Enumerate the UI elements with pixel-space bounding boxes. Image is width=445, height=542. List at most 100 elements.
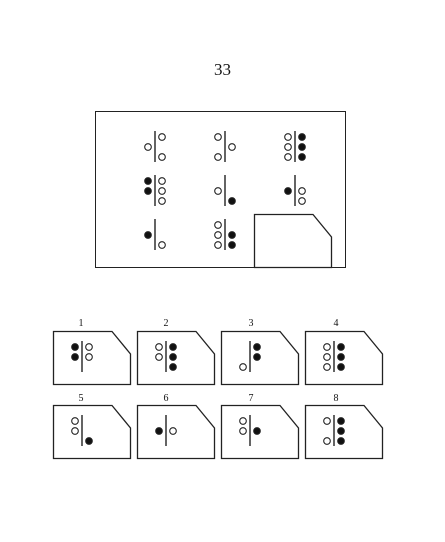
- hollow-dot: [323, 363, 331, 371]
- filled-dot: [253, 427, 261, 435]
- matrix-cell: [135, 170, 175, 210]
- hollow-dot: [214, 187, 222, 195]
- filled-dot: [253, 343, 261, 351]
- cell-figure: [284, 175, 306, 206]
- filled-dot: [169, 363, 177, 371]
- answer-option-7[interactable]: [220, 404, 300, 460]
- filled-dot: [337, 363, 345, 371]
- tile-outline: [220, 330, 300, 386]
- cell-figure: [144, 131, 166, 162]
- hollow-dot: [323, 353, 331, 361]
- tile-outline: [220, 404, 300, 460]
- answer-option-4[interactable]: [304, 330, 384, 386]
- hollow-dot: [158, 177, 166, 185]
- hollow-dot: [158, 153, 166, 161]
- filled-dot: [253, 353, 261, 361]
- answer-number-2: 2: [163, 318, 169, 329]
- cell-figure: [144, 175, 166, 206]
- hollow-dot: [155, 343, 163, 351]
- matrix-cell: [275, 170, 315, 210]
- answer-number-1: 1: [78, 318, 84, 329]
- filled-dot: [85, 437, 93, 445]
- filled-dot: [144, 187, 152, 195]
- hollow-dot: [239, 427, 247, 435]
- hollow-dot: [71, 427, 79, 435]
- filled-dot: [337, 353, 345, 361]
- filled-dot: [169, 343, 177, 351]
- tile-outline: [304, 330, 384, 386]
- missing-cell-tile: [253, 213, 333, 269]
- page-number: 33: [214, 60, 231, 79]
- hollow-dot: [144, 143, 152, 151]
- answer-figure: [304, 330, 384, 386]
- cell-figure: [214, 131, 236, 162]
- hollow-dot: [71, 417, 79, 425]
- tile-outline: [136, 404, 216, 460]
- filled-dot: [298, 133, 306, 141]
- hollow-dot: [214, 231, 222, 239]
- filled-dot: [144, 177, 152, 185]
- tile-outline: [136, 330, 216, 386]
- tile-outline: [52, 330, 132, 386]
- answer-figure: [304, 404, 384, 460]
- answer-number-4: 4: [333, 318, 339, 329]
- cell-figure: [214, 219, 236, 250]
- answer-option-8[interactable]: [304, 404, 384, 460]
- hollow-dot: [298, 187, 306, 195]
- hollow-dot: [239, 417, 247, 425]
- answer-option-3[interactable]: [220, 330, 300, 386]
- hollow-dot: [158, 241, 166, 249]
- answer-number-7: 7: [248, 393, 254, 404]
- hollow-dot: [284, 133, 292, 141]
- filled-dot: [337, 417, 345, 425]
- hollow-dot: [158, 197, 166, 205]
- answer-number-3: 3: [248, 318, 254, 329]
- answer-figure: [136, 330, 216, 386]
- answer-option-6[interactable]: [136, 404, 216, 460]
- answer-option-1[interactable]: [52, 330, 132, 386]
- answer-option-2[interactable]: [136, 330, 216, 386]
- filled-dot: [228, 231, 236, 239]
- matrix-cell: [205, 214, 245, 254]
- hollow-dot: [228, 143, 236, 151]
- filled-dot: [298, 153, 306, 161]
- matrix-cell: [275, 126, 315, 166]
- answer-figure: [136, 404, 216, 460]
- hollow-dot: [158, 133, 166, 141]
- hollow-dot: [214, 221, 222, 229]
- answer-number-8: 8: [333, 393, 339, 404]
- filled-dot: [337, 343, 345, 351]
- answer-figure: [220, 330, 300, 386]
- matrix-cell: [205, 170, 245, 210]
- tile-outline: [52, 404, 132, 460]
- hollow-dot: [284, 153, 292, 161]
- filled-dot: [337, 427, 345, 435]
- matrix-cell: [205, 126, 245, 166]
- filled-dot: [298, 143, 306, 151]
- hollow-dot: [214, 133, 222, 141]
- filled-dot: [71, 343, 79, 351]
- cell-figure: [284, 131, 306, 162]
- hollow-dot: [323, 343, 331, 351]
- filled-dot: [284, 187, 292, 195]
- cell-figure: [144, 219, 166, 250]
- cell-figure: [214, 175, 236, 206]
- matrix-cell: [135, 126, 175, 166]
- hollow-dot: [239, 363, 247, 371]
- answer-figure: [52, 330, 132, 386]
- filled-dot: [228, 241, 236, 249]
- filled-dot: [144, 231, 152, 239]
- hollow-dot: [85, 343, 93, 351]
- hollow-dot: [169, 427, 177, 435]
- answer-number-6: 6: [163, 393, 169, 404]
- filled-dot: [337, 437, 345, 445]
- hollow-dot: [284, 143, 292, 151]
- answer-option-5[interactable]: [52, 404, 132, 460]
- filled-dot: [71, 353, 79, 361]
- hollow-dot: [85, 353, 93, 361]
- problem-matrix: [95, 111, 346, 269]
- hollow-dot: [323, 417, 331, 425]
- filled-dot: [169, 353, 177, 361]
- hollow-dot: [298, 197, 306, 205]
- answer-figure: [220, 404, 300, 460]
